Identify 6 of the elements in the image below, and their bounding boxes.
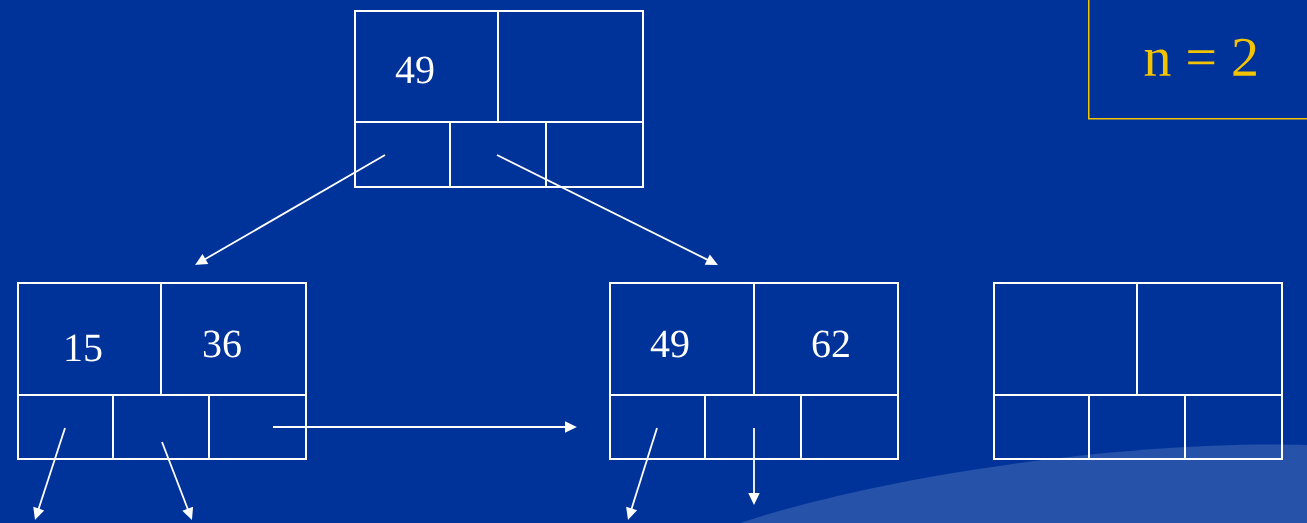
tree-node: 49 [353,9,644,188]
tree-node: 15 36 [16,281,307,460]
tree-node: 49 62 [608,281,899,460]
parameter-box: n = 2 [1088,0,1307,120]
empty-tree-node [992,281,1283,460]
pointer-arrow [195,154,386,265]
